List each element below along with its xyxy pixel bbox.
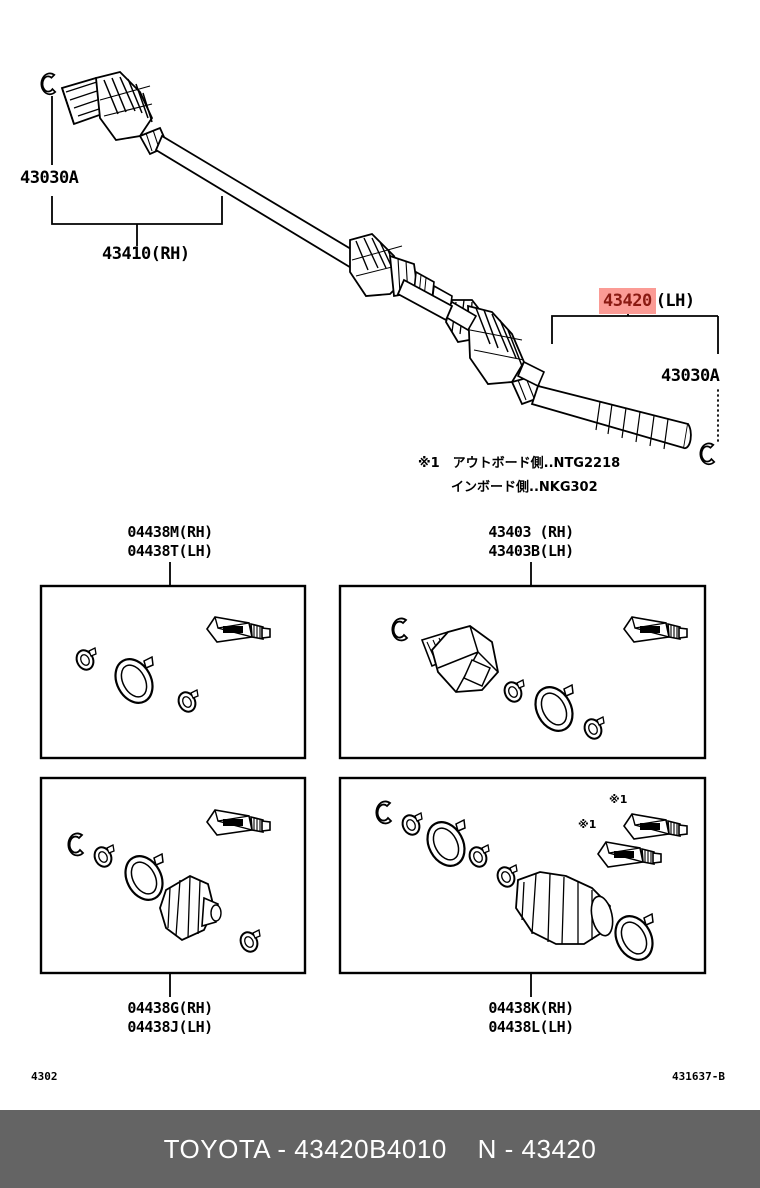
figure-code: 431637-B [672,1070,725,1083]
kit-label-top-right-line2: 43403B(LH) [488,542,574,560]
kit-contents-bottom-left [67,809,271,956]
marker-grease-tube-2: ※1 [609,793,628,806]
rubber-boot-bl [159,874,222,942]
left-snap-ring [40,72,57,96]
kit-label-bottom-left-line2: 04438J(LH) [127,1018,213,1036]
right-spline-stub [530,384,692,450]
label-43030a-left: 43030A [20,168,79,188]
kit-contents-top-right [391,616,688,743]
bracket-43410 [51,196,223,225]
right-snap-ring [699,442,716,466]
kit-label-top-right-line1: 43403 (RH) [488,523,574,541]
kit-label-bottom-right-line1: 04438K(RH) [488,999,574,1017]
highlighted-part-43420[interactable]: 43420(LH) [599,288,695,314]
label-43410-rh: 43410(RH) [102,244,190,264]
kit-label-bottom-left-line1: 04438G(RH) [127,999,213,1017]
note-inboard: インボード側..NKG302 [451,480,598,495]
kit-box-top-right [338,584,707,760]
highlighted-part-suffix: (LH) [655,291,695,311]
highlighted-part-number: 43420 [599,288,656,314]
kit-contents-bottom-right [375,800,688,968]
kit-label-bottom-right-line2: 04438L(LH) [488,1018,574,1036]
kit-label-top-left-line1: 04438M(RH) [127,523,213,541]
footer-part-number: TOYOTA - 43420B4010 N - 43420 [163,1133,597,1164]
kit-box-top-left [39,584,307,760]
kit-box-bottom-left [39,776,307,975]
note-outboard: ※1 アウトボード側..NTG2218 [418,456,621,471]
bracket-43420 [551,315,718,344]
page-code: 4302 [31,1070,58,1083]
parts-diagram [39,71,719,997]
rubber-boot-br [515,871,614,945]
right-outboard-boot [467,304,526,385]
footer-bar: TOYOTA - 43420B4010 N - 43420 [0,1110,760,1188]
drive-shaft-illustration [40,71,716,466]
kit-label-top-left-line2: 04438T(LH) [127,542,213,560]
marker-grease-tube-1: ※1 [578,818,597,831]
left-outboard-boot [95,71,154,141]
cv-joint-housing [420,625,499,693]
label-43030a-right: 43030A [661,366,720,386]
